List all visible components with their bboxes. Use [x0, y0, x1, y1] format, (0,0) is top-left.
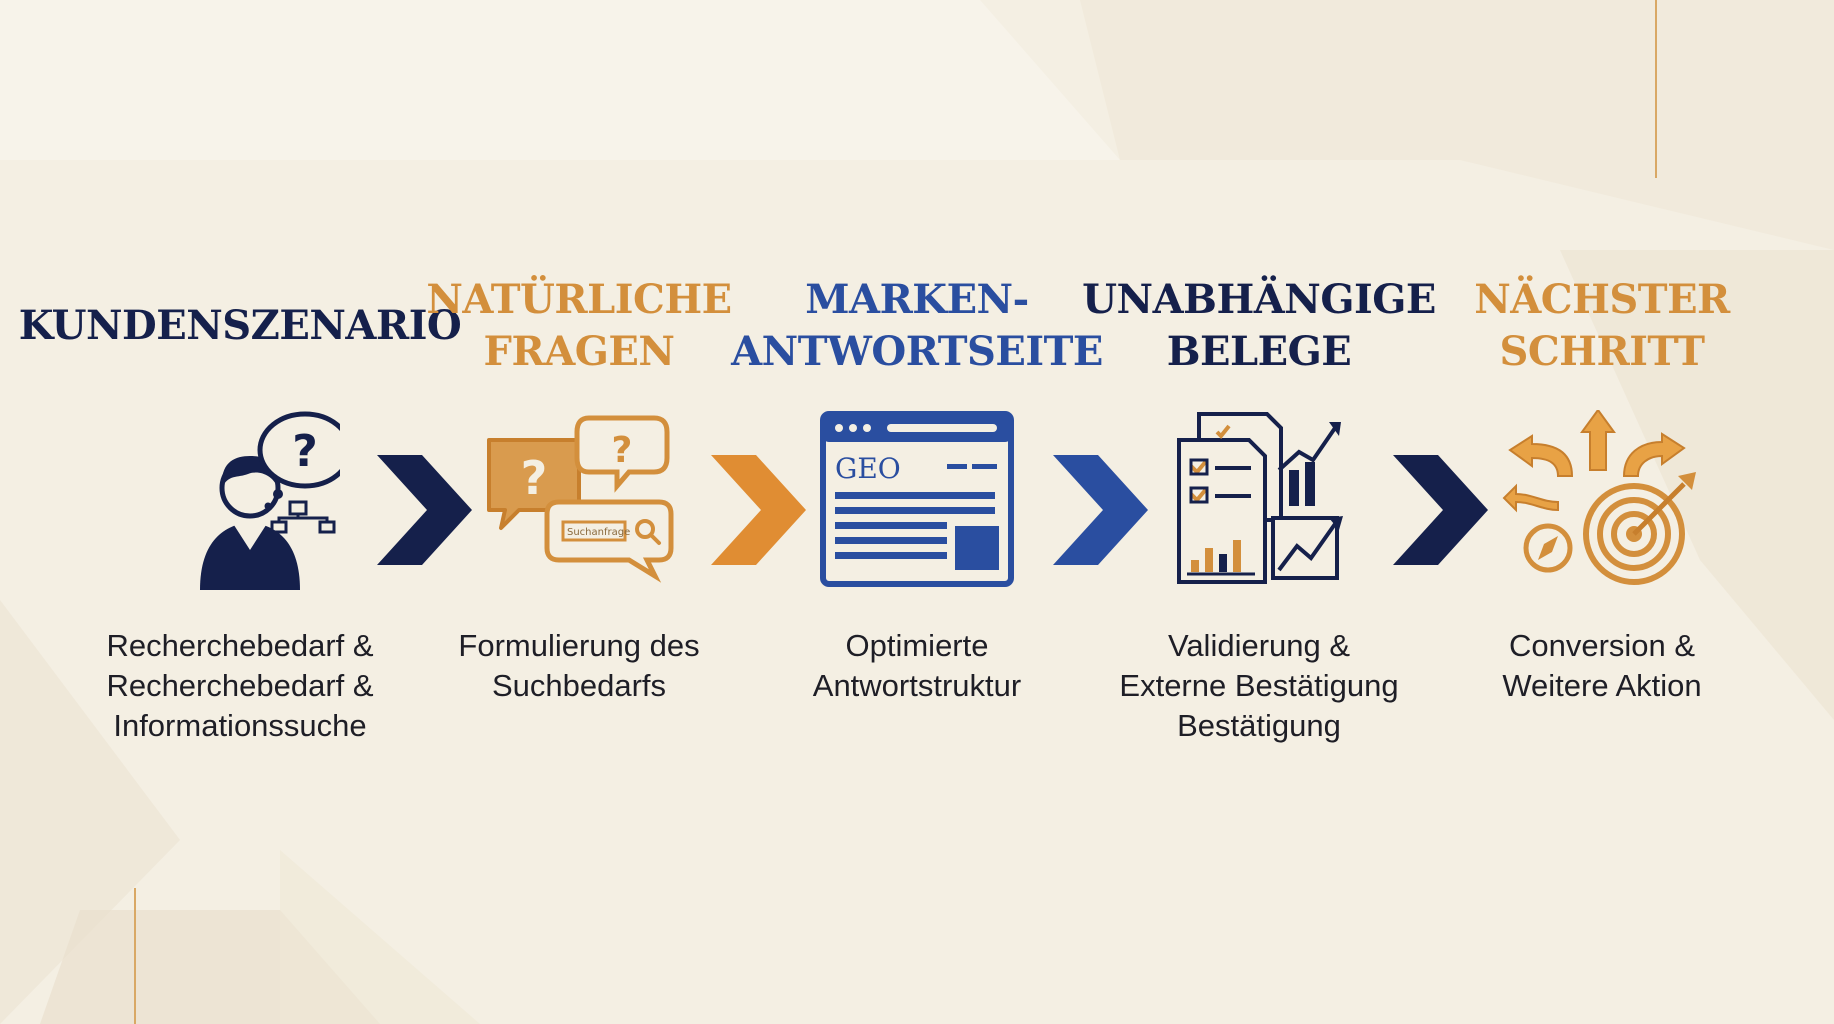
chevron-right-icon	[1393, 455, 1488, 565]
step-description: Formulierung des Suchbedarfs	[458, 628, 700, 703]
step-kundenszenario: KUNDENSZENARIO ? Recherchebedarf & Reche…	[18, 270, 462, 746]
page-logo: GEO	[835, 452, 901, 485]
search-bar-text: Suchanfrage	[567, 527, 630, 538]
step-description: Optimierte Antwortstruktur	[812, 628, 1022, 703]
chevron-right-icon	[377, 455, 472, 565]
chevron-right-icon	[711, 455, 806, 565]
step-marken-antwortseite: MARKEN- ANTWORTSEITE GEO Optimierte Antw…	[731, 270, 1103, 706]
step-description: Conversion & Weitere Aktion	[1502, 628, 1702, 703]
target-arrows-icon	[1502, 410, 1696, 585]
step-title: NÄCHSTER SCHRITT	[1474, 276, 1730, 375]
person-thinking-icon: ?	[200, 411, 340, 590]
step-title: UNABHÄNGIGE BELEGE	[1082, 276, 1436, 375]
documents-chart-icon	[1177, 412, 1343, 584]
web-page-icon: GEO	[820, 411, 1014, 587]
speech-bubbles-icon: ? ? Suchanfrage	[487, 415, 674, 583]
step-description: Recherchebedarf & Recherchebedarf & Info…	[106, 628, 374, 743]
svg-text:?: ?	[292, 426, 318, 477]
chevron-right-icon	[1053, 455, 1148, 565]
svg-text:?: ?	[612, 430, 633, 471]
step-title: MARKEN- ANTWORTSEITE	[731, 276, 1103, 375]
step-description: Validierung & Externe Bestätigung Bestät…	[1119, 628, 1399, 743]
step-title: KUNDENSZENARIO	[18, 302, 462, 349]
step-title: NATÜRLICHE FRAGEN	[426, 276, 732, 375]
step-naechster-schritt: NÄCHSTER SCHRITT Conversion & Weitere Ak…	[1437, 270, 1767, 706]
svg-text:?: ?	[521, 451, 548, 505]
step-natuerliche-fragen: NATÜRLICHE FRAGEN ? ? Suchanfrage Formul…	[414, 270, 744, 706]
step-unabhaengige-belege: UNABHÄNGIGE BELEGE Validierung & Externe…	[1082, 270, 1436, 746]
